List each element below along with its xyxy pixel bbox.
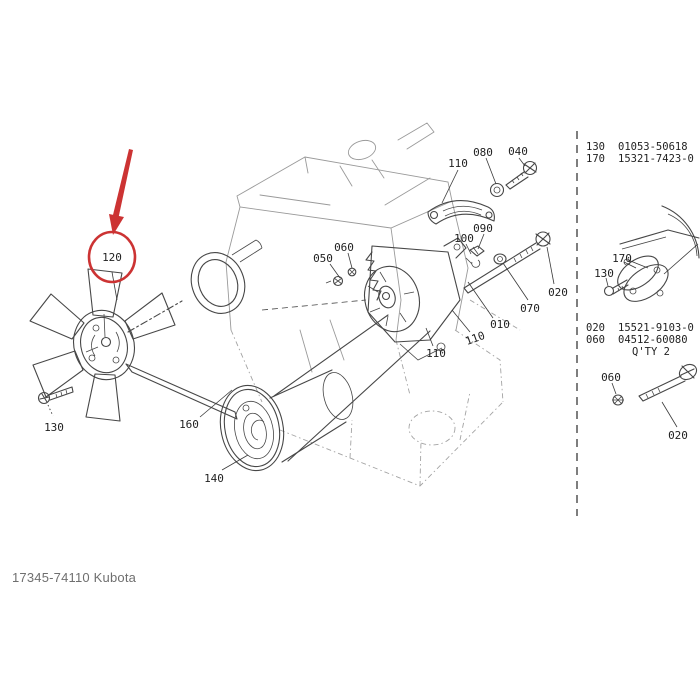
water-pump-pulley — [127, 239, 263, 333]
fan-coupling-inset-art — [603, 205, 700, 302]
crank-pulley-art — [219, 369, 354, 472]
panel-row3-ref: 020 — [586, 322, 605, 334]
panel-row1-number: 01053-50618 — [618, 141, 688, 153]
v-belt-art — [273, 314, 431, 462]
highlight-annotation — [87, 149, 137, 284]
callout-labels: 120 130 160 140 050 060 110 080 040 090 … — [44, 145, 568, 485]
panel-callout-020: 020 — [668, 429, 688, 442]
panel-row2-ref: 170 — [586, 153, 605, 165]
small-fasteners-art — [325, 267, 357, 287]
product-caption: 17345-74110 Kubota — [12, 570, 137, 585]
callout-110-b: 110 — [464, 329, 487, 348]
panel-callout-060: 060 — [601, 371, 621, 384]
panel-row4-ref: 060 — [586, 334, 605, 346]
fan-blade-assembly — [29, 268, 238, 422]
arm-bolt-art — [489, 160, 538, 198]
callout-120: 120 — [102, 251, 122, 264]
panel-callout-170: 170 — [612, 252, 632, 265]
adjusting-arm-art — [427, 200, 495, 225]
highlight-circle — [87, 230, 137, 284]
panel-row1-ref: 130 — [586, 141, 605, 153]
callout-040: 040 — [508, 145, 528, 158]
parts-panel: 130 01053-50618 170 15321-7423-0 170 130 — [586, 141, 700, 442]
pivot-bolt-art — [463, 231, 551, 294]
callout-020: 020 — [548, 286, 568, 299]
callout-130: 130 — [44, 421, 64, 434]
callout-140: 140 — [204, 472, 224, 485]
highlight-arrow-shaft — [112, 149, 133, 220]
fan-bolt-art — [37, 386, 74, 417]
callout-110-c: 110 — [426, 347, 446, 360]
callout-010: 010 — [490, 318, 510, 331]
callout-110-a: 110 — [448, 157, 468, 170]
panel-row3-number: 15521-9103-0 — [618, 322, 694, 334]
panel-qty-note: Q'TY 2 — [632, 346, 670, 358]
callout-070: 070 — [520, 302, 540, 315]
leader-lines — [111, 157, 555, 471]
panel-row4-number: 04512-60080 — [618, 334, 688, 346]
panel-row2-number: 15321-7423-0 — [618, 153, 694, 165]
callout-080: 080 — [473, 146, 493, 159]
bolt-inset-art — [611, 363, 698, 428]
panel-callout-130: 130 — [594, 267, 614, 280]
callout-160: 160 — [179, 418, 199, 431]
alternator-art — [261, 237, 467, 361]
engine-block-art — [225, 122, 521, 487]
callout-050: 050 — [313, 252, 333, 265]
highlight-arrow-head — [109, 214, 124, 235]
callout-090: 090 — [473, 222, 493, 235]
callout-100: 100 — [454, 232, 474, 245]
callout-060: 060 — [334, 241, 354, 254]
